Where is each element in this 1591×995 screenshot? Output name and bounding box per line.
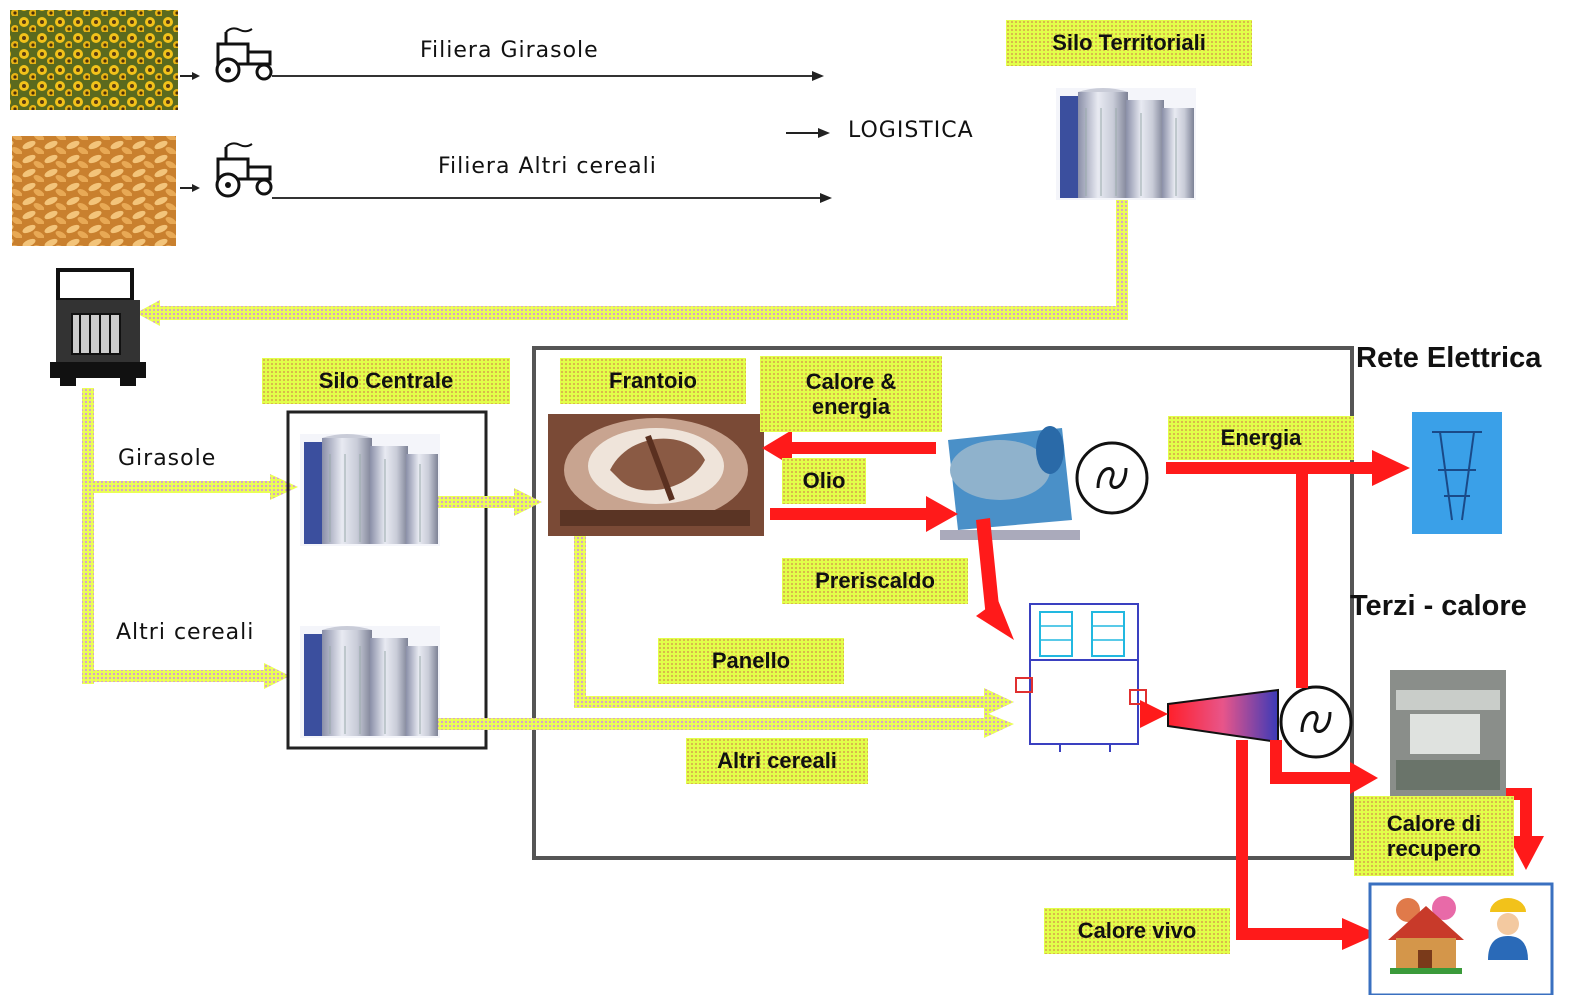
silo-icon xyxy=(299,433,441,547)
sunflower-field-icon xyxy=(10,10,178,110)
red-flow-arrows xyxy=(762,430,1544,950)
power-grid-title: Rete Elettrica xyxy=(1356,342,1542,374)
third-party-heat-title: Terzi - calore xyxy=(1350,590,1527,622)
plant-frame xyxy=(532,346,1354,860)
chain-sunflower-label: Filiera Girasole xyxy=(420,38,599,63)
worker-icon xyxy=(1488,898,1528,960)
dotted-flow-silo-to-mill xyxy=(438,488,542,516)
plant-building-icon xyxy=(1390,670,1506,796)
silo-central-box xyxy=(286,410,488,750)
photo-to-tractor-arrows xyxy=(180,72,200,192)
dotted-flow-territorial-to-truck xyxy=(136,200,1128,326)
branch-other-cereals-label: Altri cereali xyxy=(116,620,255,645)
label-silo-central: Silo Centrale xyxy=(262,358,510,404)
dotted-flow-truck-to-silos xyxy=(82,388,298,689)
logistics-label: LOGISTICA xyxy=(848,118,974,143)
tractor-icon xyxy=(215,26,273,83)
house-people-box xyxy=(1368,882,1554,995)
label-recovery-heat: Calore di recupero xyxy=(1354,796,1514,876)
dryer-icon xyxy=(940,426,1080,540)
label-oil-mill: Frantoio xyxy=(560,358,746,404)
silo-icon xyxy=(299,625,441,739)
supply-chain-arrows xyxy=(272,71,832,203)
truck-icon xyxy=(50,268,146,386)
silo-icon xyxy=(1055,87,1197,201)
generator-icon xyxy=(1279,685,1353,759)
boiler-icon xyxy=(1015,603,1147,752)
oil-press-icon xyxy=(548,414,764,536)
grain-pile-icon xyxy=(12,136,176,246)
label-heat-energy: Calore & energia xyxy=(760,356,942,432)
label-preheating: Preriscaldo xyxy=(782,558,968,604)
label-energy: Energia xyxy=(1168,416,1354,460)
house-people-icon xyxy=(1388,896,1464,974)
turbine-icon xyxy=(1167,688,1279,744)
label-other-cereals: Altri cereali xyxy=(686,738,868,784)
label-oil: Olio xyxy=(782,458,866,504)
power-pylon-icon xyxy=(1412,412,1502,534)
label-silo-territorial: Silo Territoriali xyxy=(1006,20,1252,66)
tractor-icon xyxy=(215,141,273,198)
chain-other-cereals-label: Filiera Altri cereali xyxy=(438,154,657,179)
generator-icon xyxy=(1075,441,1149,515)
dotted-flow-to-boiler xyxy=(438,530,1014,738)
label-live-heat: Calore vivo xyxy=(1044,908,1230,954)
branch-sunflower-label: Girasole xyxy=(118,446,217,471)
label-panel: Panello xyxy=(658,638,844,684)
